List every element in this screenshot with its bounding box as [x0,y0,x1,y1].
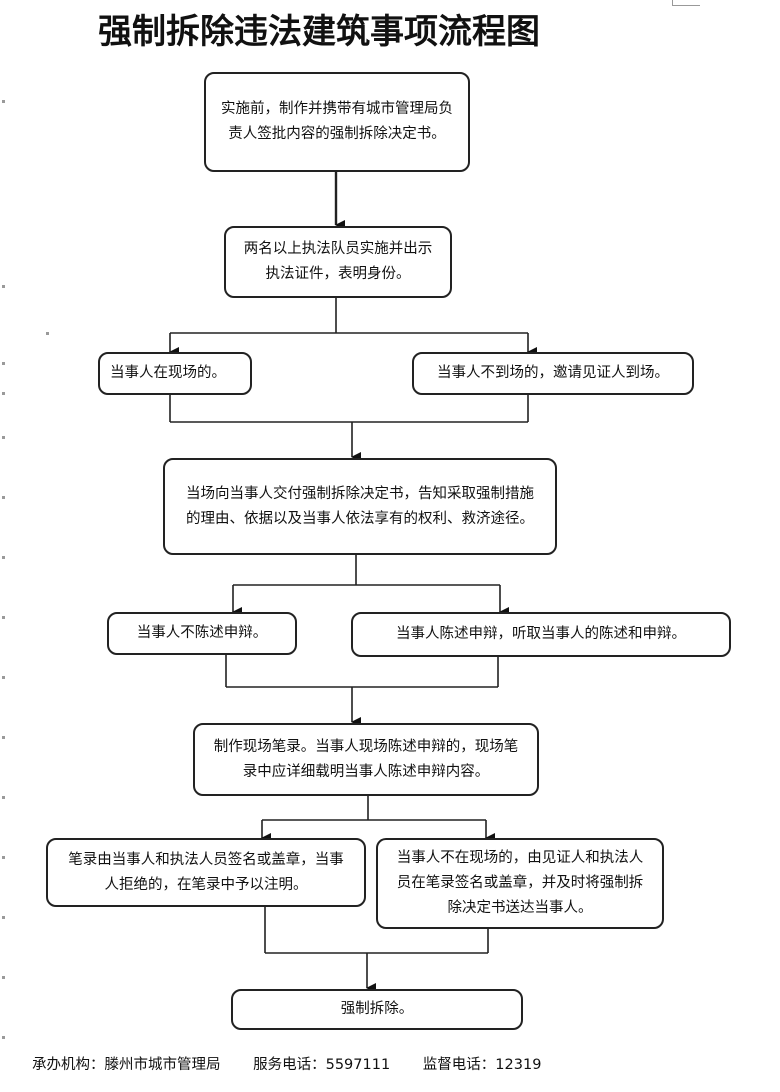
margin-mark [2,362,5,365]
margin-mark [2,616,5,619]
margin-mark [2,100,5,103]
step-forced-demolition-text: 强制拆除。 [340,1001,414,1017]
branch-sign-record-text: 笔录由当事人和执法人员签名或盖章，当事人拒绝的，在笔录中予以注明。 [68,851,344,893]
step-onsite-record: 制作现场笔录。当事人现场陈述申辩的，现场笔录中应详细载明当事人陈述申辩内容。 [193,723,539,796]
page-corner-mark [672,0,700,6]
page-title: 强制拆除违法建筑事项流程图 [98,12,540,52]
branch-witness-sign-text: 当事人不在现场的，由见证人和执法人员在笔录签名或盖章，并及时将强制拆除决定书送达… [396,850,644,916]
branch-no-statement-text: 当事人不陈述申辩。 [136,625,268,641]
margin-mark [2,285,5,288]
branch-sign-record: 笔录由当事人和执法人员签名或盖章，当事人拒绝的，在笔录中予以注明。 [46,838,366,907]
step-deliver-decision: 当场向当事人交付强制拆除决定书，告知采取强制措施的理由、依据以及当事人依法享有的… [163,458,557,555]
margin-mark [46,332,49,335]
step-deliver-decision-text: 当场向当事人交付强制拆除决定书，告知采取强制措施的理由、依据以及当事人依法享有的… [186,485,534,527]
branch-party-absent-text: 当事人不到场的，邀请见证人到场。 [437,365,669,381]
footer-org: 承办机构：滕州市城市管理局 [32,1057,221,1073]
step-decision-document: 实施前，制作并携带有城市管理局负责人签批内容的强制拆除决定书。 [204,72,470,172]
step-decision-document-text: 实施前，制作并携带有城市管理局负责人签批内容的强制拆除决定书。 [221,101,453,142]
margin-mark [2,436,5,439]
margin-mark [2,556,5,559]
footer-service-phone: 服务电话：5597111 [253,1057,391,1073]
branch-no-statement: 当事人不陈述申辩。 [107,612,297,655]
margin-mark [2,856,5,859]
margin-mark [2,796,5,799]
margin-mark [2,392,5,395]
margin-mark [2,976,5,979]
margin-mark [2,1036,5,1039]
branch-party-absent: 当事人不到场的，邀请见证人到场。 [412,352,694,395]
branch-statement: 当事人陈述申辩，听取当事人的陈述和申辩。 [351,612,731,657]
margin-mark [2,916,5,919]
step-show-credentials-text: 两名以上执法队员实施并出示执法证件，表明身份。 [243,241,433,282]
margin-mark [2,736,5,739]
footer: 承办机构：滕州市城市管理局 服务电话：5597111 监督电话：12319 [32,1053,569,1074]
step-onsite-record-text: 制作现场笔录。当事人现场陈述申辩的，现场笔录中应详细载明当事人陈述申辩内容。 [213,738,519,780]
footer-supervise-phone: 监督电话：12319 [422,1057,542,1073]
branch-party-present-text: 当事人在现场的。 [110,365,226,381]
step-forced-demolition: 强制拆除。 [231,989,523,1030]
margin-mark [2,676,5,679]
margin-mark [2,496,5,499]
branch-statement-text: 当事人陈述申辩，听取当事人的陈述和申辩。 [396,626,686,642]
branch-witness-sign: 当事人不在现场的，由见证人和执法人员在笔录签名或盖章，并及时将强制拆除决定书送达… [376,838,664,929]
step-show-credentials: 两名以上执法队员实施并出示执法证件，表明身份。 [224,226,452,298]
branch-party-present: 当事人在现场的。 [98,352,252,395]
